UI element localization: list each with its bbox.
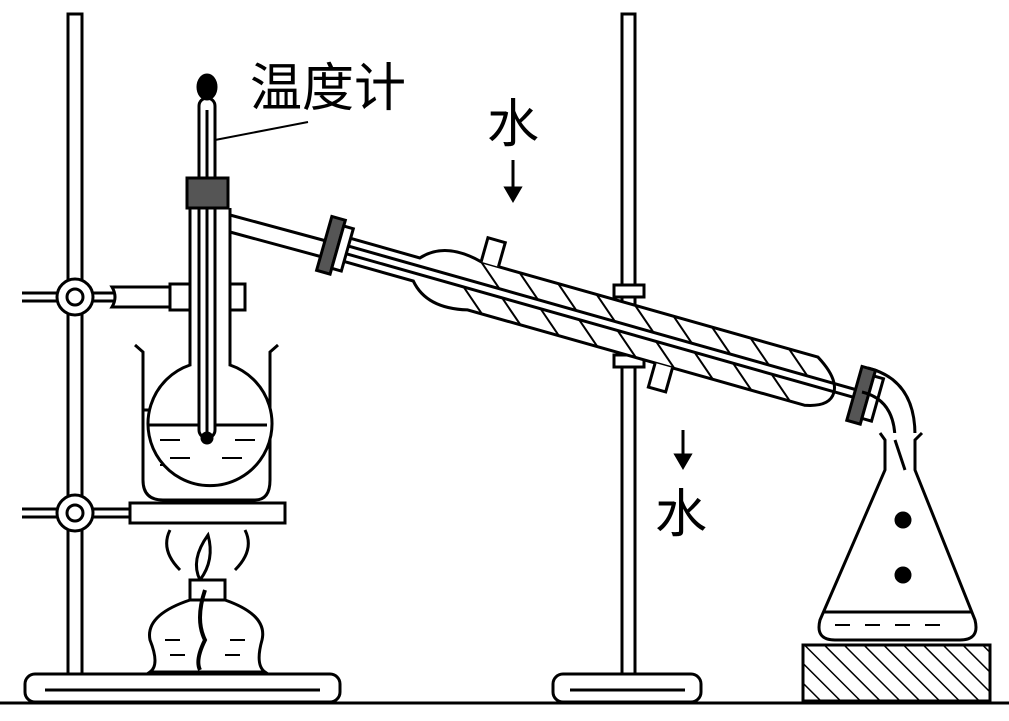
water-outlet <box>646 362 674 394</box>
adapter <box>861 366 917 441</box>
water-outlet-label: 水 <box>655 485 707 545</box>
support-block <box>801 643 992 703</box>
water-inlet <box>479 235 508 268</box>
thermometer <box>185 73 309 445</box>
water-in-arrow <box>503 160 523 203</box>
thermometer-pointer-line <box>214 121 309 141</box>
rubber-stopper <box>185 176 230 210</box>
distillation-flask <box>146 208 331 488</box>
thermometer-label: 温度计 <box>250 59 406 119</box>
water-inlet-label: 水 <box>487 95 539 155</box>
upper-clamp <box>22 277 247 317</box>
condenser <box>314 214 886 426</box>
lower-ring-clamp <box>22 493 287 533</box>
water-out-arrow <box>673 430 693 470</box>
alcohol-lamp <box>145 529 270 674</box>
receiving-flask <box>817 431 978 642</box>
